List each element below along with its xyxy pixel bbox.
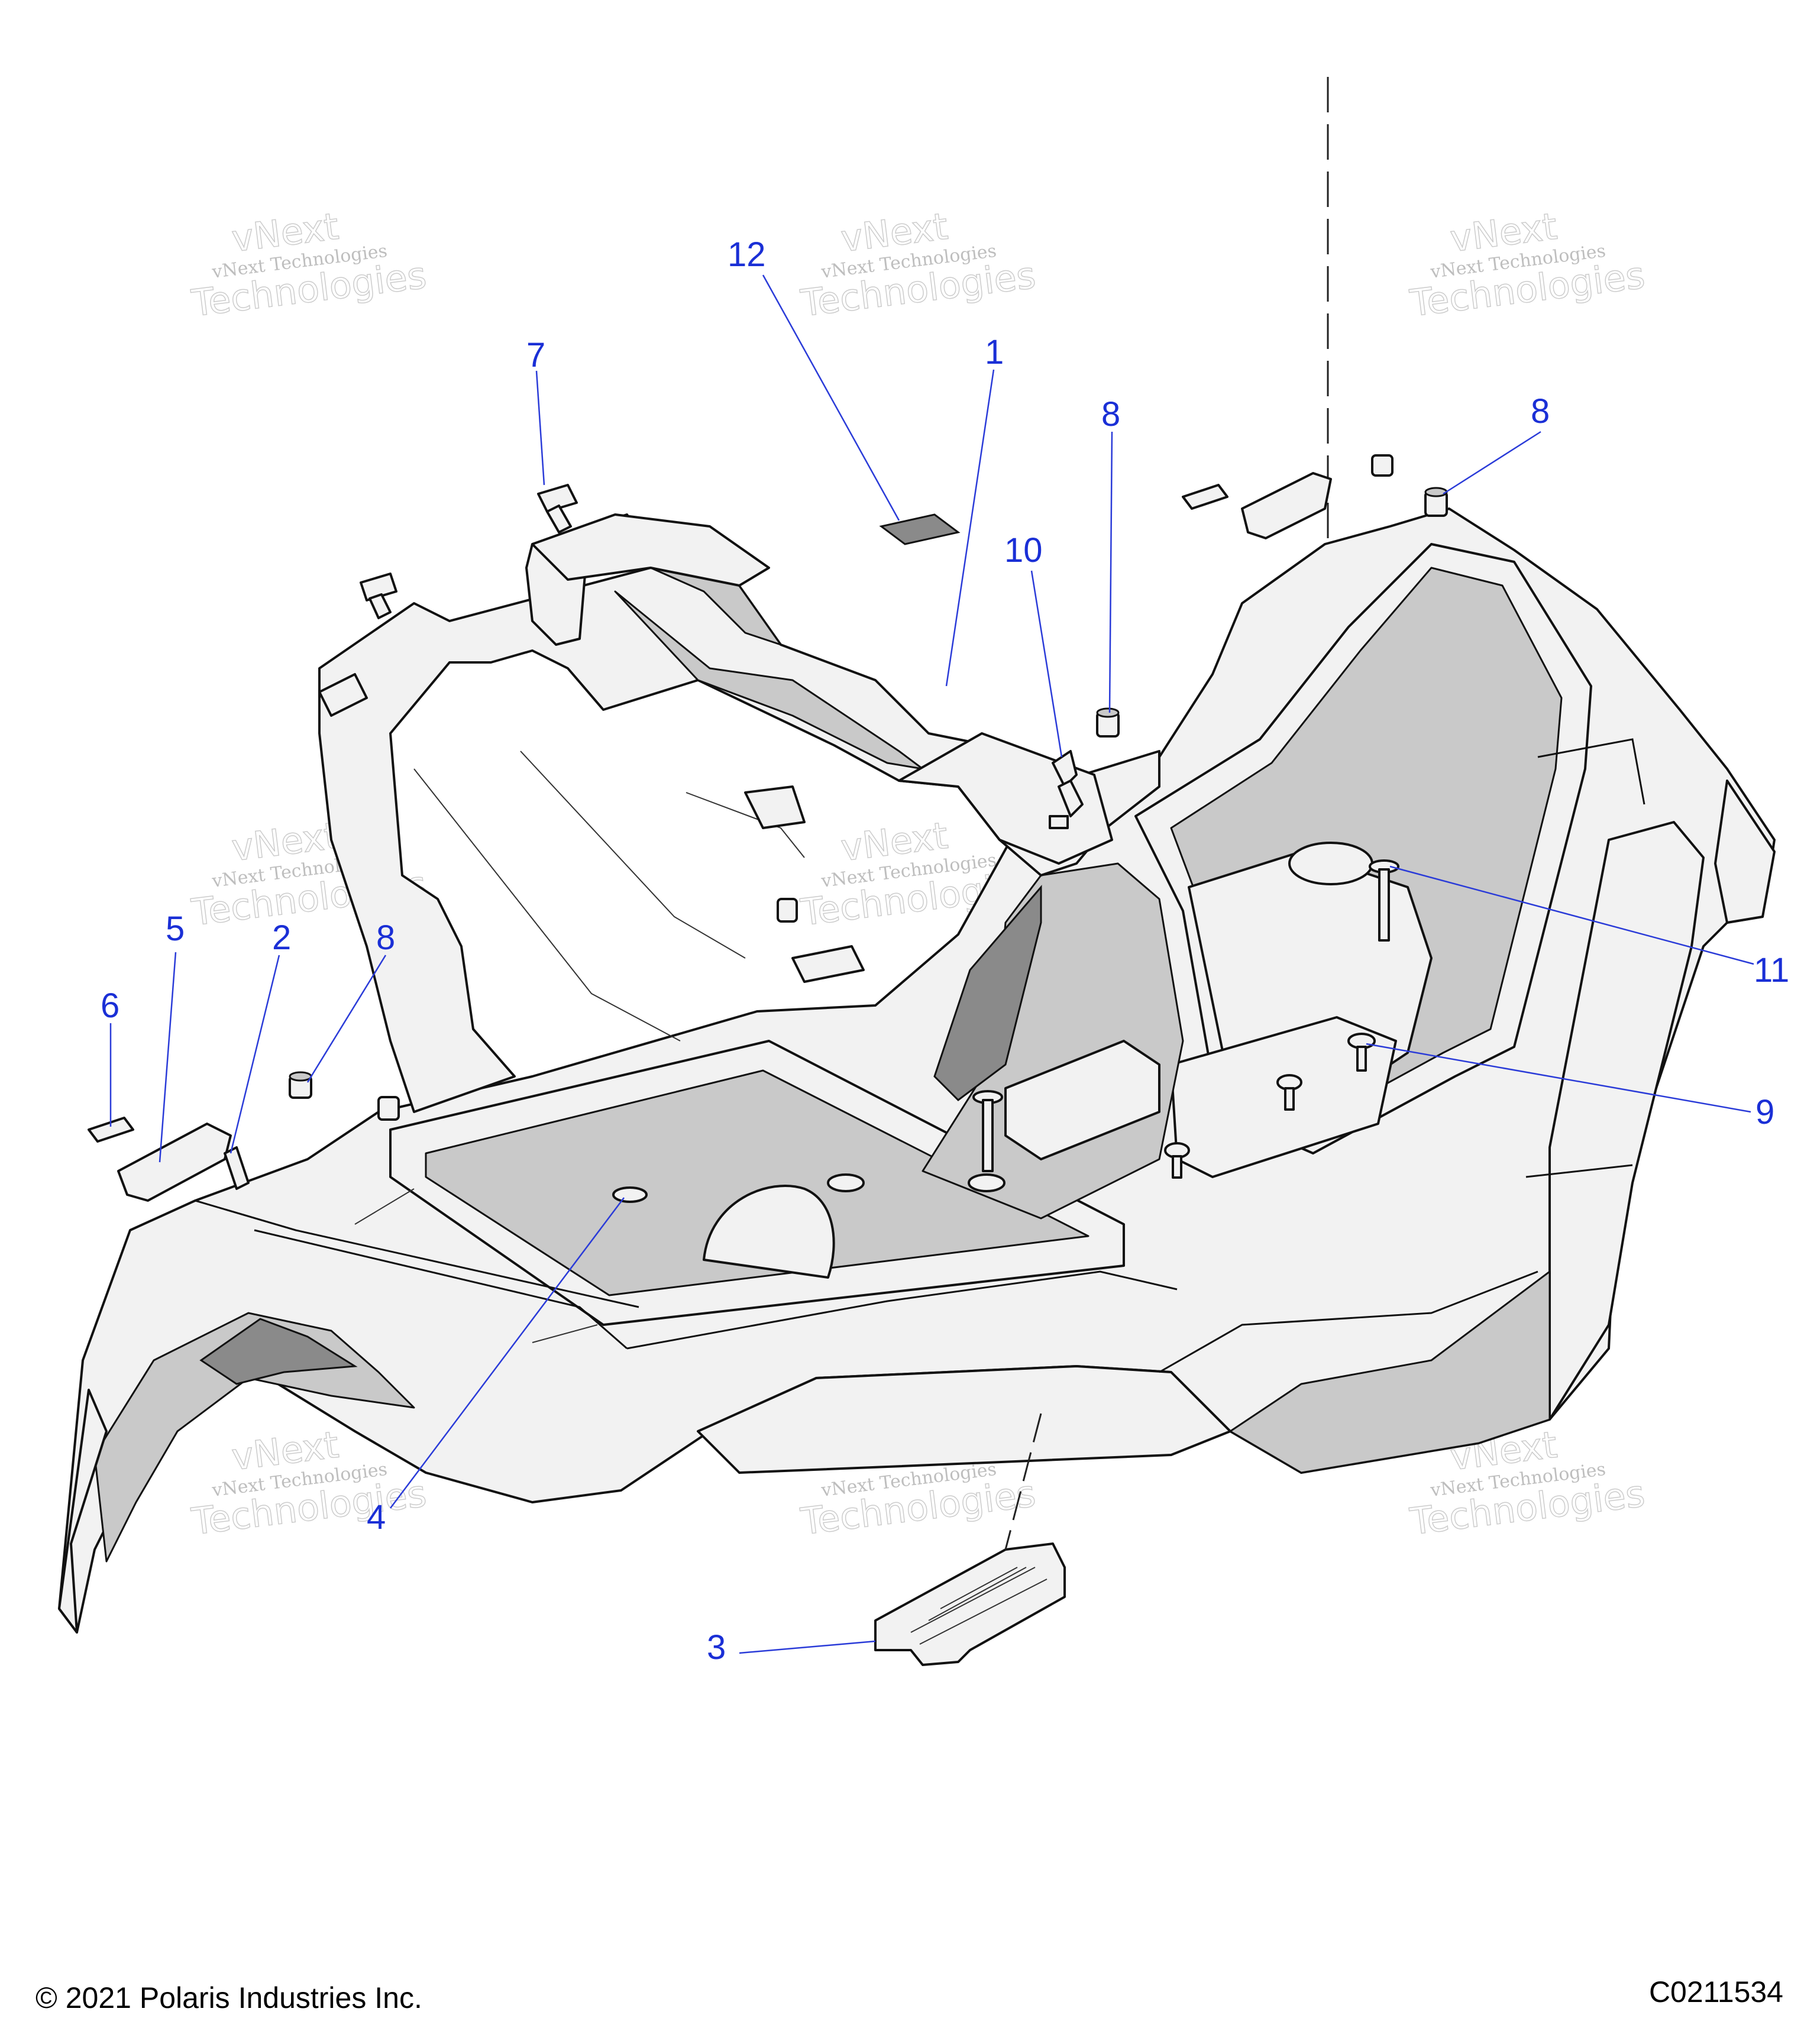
leader-lines: [109, 274, 1754, 1654]
front-rack-assembly: [318, 513, 1160, 1113]
rack-square-hole: [1049, 815, 1069, 829]
callout-10: 10: [1004, 531, 1043, 570]
front-bumper: [697, 1365, 1231, 1474]
callout-3: 3: [707, 1628, 726, 1667]
callout-8-left: 8: [376, 918, 395, 957]
body-contour-6: [1159, 1270, 1538, 1373]
watermark-2: vNext vNext Technologies Technologies: [798, 204, 1039, 325]
bolt-center: [968, 1090, 1006, 1192]
left-fender-shadow: [199, 1318, 358, 1385]
leader-11: [1389, 865, 1754, 965]
callout-9: 9: [1755, 1093, 1774, 1131]
console-block: [1004, 1040, 1160, 1160]
left-flare-bracket: [318, 673, 368, 717]
callout-1: 1: [985, 333, 1004, 371]
rack-slot: [791, 945, 865, 983]
push-rivet-left: [360, 573, 397, 619]
nut-8-right: [1424, 487, 1448, 517]
diagram-id: C0211534: [1649, 1975, 1783, 2009]
screw-9b: [1276, 1074, 1302, 1111]
bolt-11: [1369, 859, 1399, 942]
body-contour-1: [254, 1229, 628, 1350]
rack-detail-3: [686, 792, 805, 858]
callout-2: 2: [272, 918, 291, 957]
nut-8-center: [1096, 707, 1120, 738]
callout-12: 12: [728, 235, 766, 274]
latch-pad-6: [88, 1117, 134, 1143]
leader-4: [390, 1197, 625, 1509]
push-rivet-7: [537, 484, 578, 533]
leader-8-center: [1108, 431, 1113, 713]
nut-top-right-small: [1371, 454, 1394, 477]
watermark-3: vNext vNext Technologies Technologies: [1407, 204, 1648, 325]
leader-12: [762, 274, 900, 521]
rack-detail-1: [520, 751, 746, 959]
callout-4: 4: [367, 1498, 386, 1537]
drain-cap-center: [827, 1173, 865, 1192]
nut-8-left: [289, 1071, 312, 1099]
left-storage-well: [425, 1069, 1089, 1296]
front-opening-shadow: [933, 884, 1042, 1101]
wire-clip-10: [1052, 750, 1084, 817]
leader-8-left: [306, 955, 387, 1083]
body-contour-7: [532, 1324, 598, 1343]
callout-8-center: 8: [1101, 395, 1120, 434]
body-contour-3: [626, 1270, 1178, 1350]
left-fender-underside: [93, 1312, 415, 1563]
rack-detail-2: [413, 768, 681, 1042]
cover-plate-3: [874, 1542, 1066, 1666]
leader-8-right: [1443, 431, 1541, 495]
nut-rack-center: [777, 898, 798, 923]
right-side-panel: [1548, 821, 1705, 1421]
rack-tab: [744, 785, 806, 829]
callout-5: 5: [166, 910, 185, 948]
leader-5: [159, 952, 177, 1163]
callout-7: 7: [526, 336, 545, 374]
watermarks: vNext vNext Technologies Technologies vN…: [189, 204, 1648, 1544]
hardware-parts: [88, 454, 1448, 1666]
decal-12: [879, 513, 961, 545]
leader-7: [535, 370, 545, 486]
screw-9: [1347, 1033, 1376, 1072]
footer: © 2021 Polaris Industries Inc. C0211534: [35, 1975, 1783, 2014]
leader-10: [1030, 570, 1063, 758]
body-contour-4: [1525, 1164, 1633, 1178]
right-side-panel-shade: [1229, 1270, 1551, 1474]
leader-9: [1366, 1043, 1751, 1113]
leader-1: [945, 369, 995, 687]
latch-right: [1241, 472, 1332, 539]
leader-2: [229, 955, 280, 1154]
screw-9c: [1164, 1142, 1190, 1179]
body-contour-2: [195, 1199, 639, 1308]
watermark-1: vNext vNext Technologies Technologies: [189, 204, 429, 325]
body-contour-5: [1537, 738, 1645, 805]
body-contour-8: [354, 1188, 415, 1225]
cover-guide-line: [1004, 1413, 1042, 1550]
pin-2: [224, 1146, 250, 1190]
copyright-text: © 2021 Polaris Industries Inc.: [35, 1981, 422, 2014]
oval-recess: [1288, 842, 1373, 885]
rack-top-plate: [531, 513, 770, 587]
nut-left-fender: [377, 1096, 400, 1121]
callout-8-right: 8: [1531, 392, 1550, 431]
callout-labels: 1 2 3 4 5 6 7 8 8 8 9 10 11 12: [101, 235, 1789, 1667]
latch-5: [117, 1123, 232, 1202]
leader-3: [739, 1640, 876, 1654]
callout-11: 11: [1754, 951, 1789, 989]
rear-body-assembly: [58, 507, 1776, 1634]
callout-6: 6: [101, 987, 119, 1025]
storage-dome: [703, 1185, 835, 1279]
latch-pad-right: [1182, 484, 1228, 510]
left-fender-lip: [58, 1389, 108, 1634]
right-mudflap: [1714, 780, 1776, 924]
drain-cap-left: [612, 1186, 648, 1203]
